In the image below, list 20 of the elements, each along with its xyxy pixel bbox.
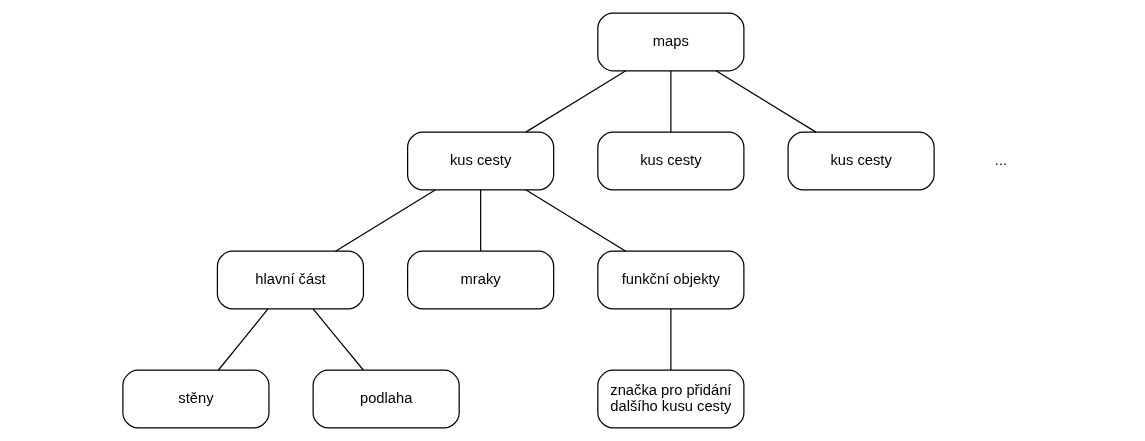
connector — [334, 189, 436, 252]
connector — [669, 308, 671, 371]
node-box: kus cesty — [406, 131, 554, 191]
connector — [217, 308, 269, 371]
label: ... — [994, 151, 1007, 168]
node-box: kus cesty — [786, 131, 935, 191]
node-box: mraky — [406, 250, 554, 310]
node-box: funkční objekty — [596, 250, 744, 310]
node-box: maps — [596, 12, 744, 72]
node-box: stěny — [121, 369, 270, 429]
connector — [524, 70, 626, 133]
node-box: podlaha — [312, 369, 460, 429]
node-box: značka pro přidání dalšího kusu cesty — [596, 369, 744, 429]
node-box: hlavní část — [216, 250, 364, 310]
connector — [312, 308, 364, 371]
connector — [524, 189, 626, 252]
node-box: kus cesty — [596, 131, 744, 191]
connector — [479, 189, 481, 252]
connector — [669, 70, 671, 133]
connector — [714, 70, 817, 133]
